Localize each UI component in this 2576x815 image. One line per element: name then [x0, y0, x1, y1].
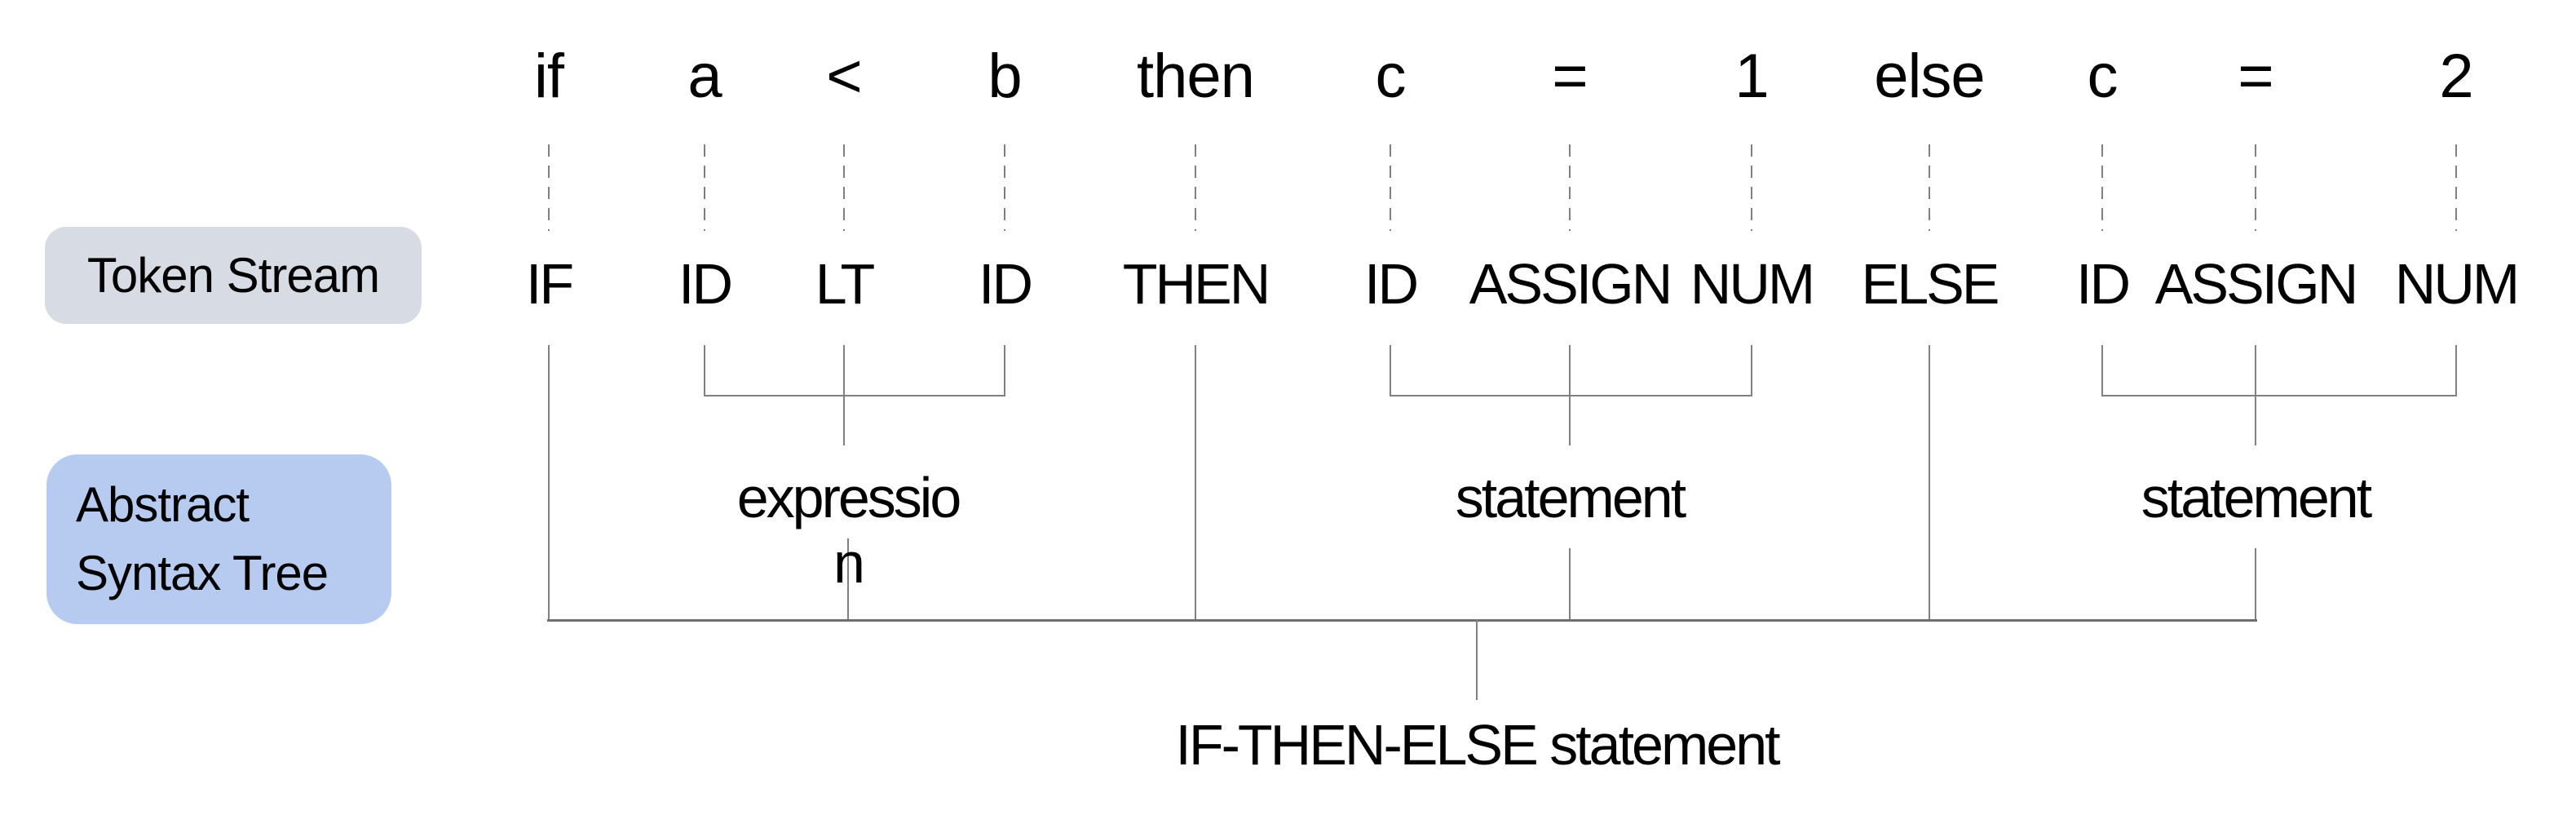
ast-phrase-label-expression: expressio n	[736, 466, 962, 595]
token-connector-dashed-line	[1004, 144, 1005, 231]
token-name: ASSIGN	[2154, 252, 2359, 316]
ast-bracket-side-line	[704, 345, 705, 396]
ast-bracket-side-line	[1004, 345, 1005, 396]
abstract-syntax-tree-badge: Abstract Syntax Tree	[46, 454, 391, 624]
ast-bracket-side-line	[2101, 345, 2103, 396]
token-name: NUM	[2394, 252, 2520, 316]
source-token: <	[826, 42, 862, 111]
token-stream-badge-label: Token Stream	[86, 247, 380, 303]
token-name: LT	[815, 252, 876, 316]
ast-phrase-to-root-line	[847, 538, 849, 621]
token-connector-dashed-line	[2101, 144, 2103, 231]
token-connector-dashed-line	[843, 144, 845, 231]
ast-root-horizontal-line	[547, 619, 2257, 622]
token-connector-dashed-line	[1569, 144, 1571, 231]
token-connector-dashed-line	[2255, 144, 2256, 231]
source-token: 2	[2439, 42, 2473, 111]
ast-bracket-horizontal-line	[2101, 395, 2457, 396]
token-connector-dashed-line	[1390, 144, 1391, 231]
token-name: NUM	[1690, 252, 1815, 316]
source-token: =	[1552, 42, 1588, 111]
token-stream-badge: Token Stream	[45, 227, 422, 324]
source-token: =	[2238, 42, 2273, 111]
ast-phrase-label-statement: statement	[1455, 466, 1686, 529]
token-name: ASSIGN	[1469, 252, 1673, 316]
token-connector-dashed-line	[548, 144, 550, 231]
source-token: b	[988, 42, 1022, 111]
token-name: IF	[525, 252, 574, 316]
token-name: ID	[979, 252, 1033, 316]
source-token: 1	[1734, 42, 1769, 111]
source-token: c	[1375, 42, 1407, 111]
token-name: THEN	[1122, 252, 1271, 316]
ast-phrase-to-root-line	[1569, 548, 1571, 621]
token-name: ID	[678, 252, 733, 316]
token-name: ELSE	[1861, 252, 2000, 316]
token-name: ID	[2076, 252, 2131, 316]
source-token: a	[687, 42, 722, 111]
token-connector-dashed-line	[1195, 144, 1196, 231]
token-name: ID	[1364, 252, 1419, 316]
ast-keyword-line	[1195, 345, 1196, 622]
ast-bracket-side-line	[2455, 345, 2457, 396]
token-connector-dashed-line	[1751, 144, 1752, 231]
ast-bracket-side-line	[1751, 345, 1752, 396]
ast-phrase-to-root-line	[2255, 548, 2256, 621]
source-token: c	[2087, 42, 2119, 111]
source-token: if	[534, 42, 564, 111]
token-connector-dashed-line	[704, 144, 705, 231]
ast-keyword-line	[548, 345, 550, 622]
ast-keyword-line	[1929, 345, 1930, 622]
token-connector-dashed-line	[2455, 144, 2457, 231]
ast-root-label: IF-THEN-ELSE statement	[1175, 713, 1780, 777]
abstract-syntax-tree-badge-label: Abstract Syntax Tree	[76, 477, 329, 600]
ast-root-stem-line	[1476, 619, 1478, 700]
ast-bracket-horizontal-line	[704, 395, 1005, 396]
ast-phrase-label-statement: statement	[2141, 466, 2372, 529]
token-connector-dashed-line	[1929, 144, 1930, 231]
ast-bracket-side-line	[1390, 345, 1391, 396]
source-token: then	[1137, 42, 1255, 111]
ast-bracket-horizontal-line	[1390, 395, 1752, 396]
source-token: else	[1874, 42, 1985, 111]
